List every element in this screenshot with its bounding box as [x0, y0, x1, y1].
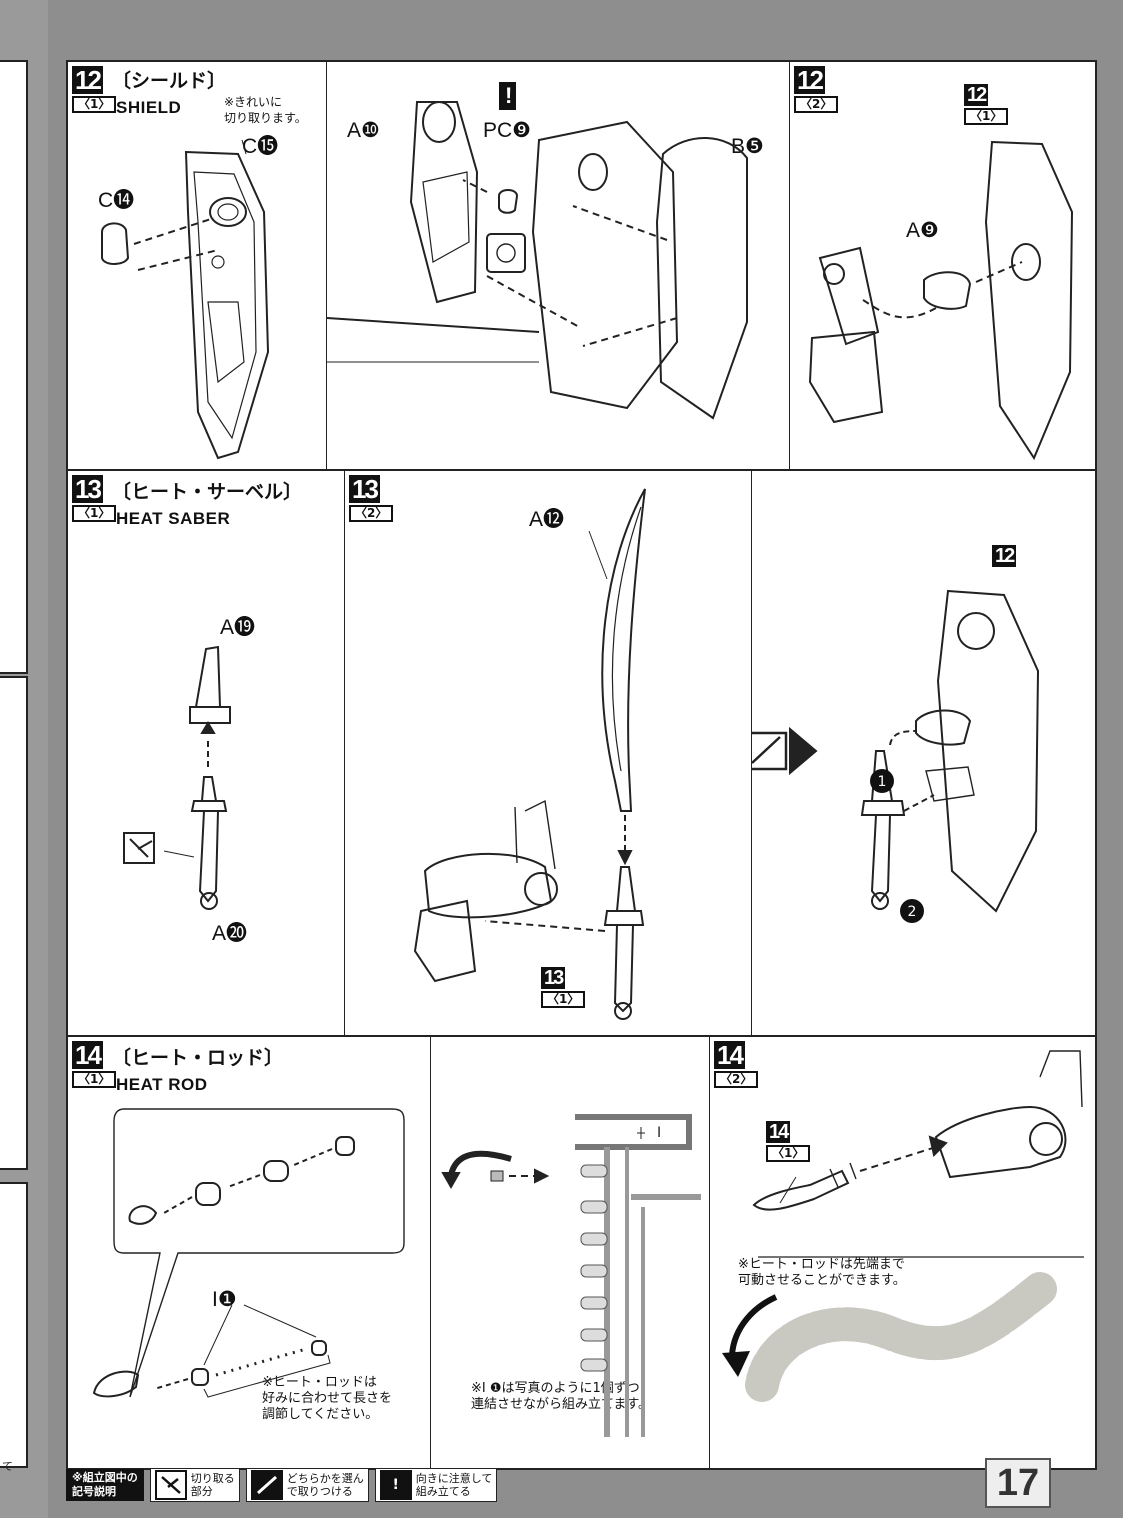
- ref-step13-1-badge: 13 〈1〉: [541, 967, 586, 1008]
- runner-label: I: [657, 1125, 661, 1141]
- legend-orient: ! 向きに注意して 組み立てる: [374, 1468, 498, 1502]
- step13-title-en: HEAT SABER: [116, 509, 231, 528]
- part-label-pc9: PC❾: [483, 119, 531, 142]
- step14-title-jp: 〔ヒート・ロッド〕: [112, 1047, 284, 1069]
- marker-1: 1: [878, 774, 887, 790]
- ref-step14-1-badge: 14 〈1〉: [766, 1121, 811, 1162]
- orient-warning-icon: !: [499, 82, 517, 110]
- step14-2-panel: 14 〈2〉 14 〈1〉 ※ヒート・ロッドは先端まで 可動させることができます…: [709, 1035, 1095, 1468]
- legend-choose: どちらかを選ん で取りつける: [245, 1468, 369, 1502]
- step14-2-badge: 14 〈2〉: [714, 1041, 759, 1088]
- step13-2-panel: 13 〈2〉 A⓬ 13 〈1〉: [344, 469, 751, 1035]
- marker-2: 2: [908, 904, 917, 920]
- step13-alt-panel: 12 1 2: [751, 469, 1095, 1035]
- step12-title-en: SHIELD: [116, 98, 182, 117]
- exclamation-icon: !: [379, 1470, 412, 1500]
- trim-note: ※きれいに 切り取ります。: [224, 95, 307, 125]
- shield-assembly-illustration: [327, 101, 748, 420]
- part-label-c14: C⓮: [98, 189, 135, 212]
- part-label-a12: A⓬: [529, 508, 565, 531]
- page-number: 17: [985, 1458, 1051, 1508]
- heat-saber-hilt-illustration: [123, 645, 231, 910]
- legend-heading: ※組立図中の 記号説明: [66, 1469, 144, 1501]
- ref-step12-badge: 12: [992, 545, 1017, 567]
- step13-badge: 13 〈1〉: [72, 475, 117, 522]
- part-label-a10: A❿: [347, 119, 380, 142]
- step14-1-panel: 14 〈1〉 〔ヒート・ロッド〕 HEAT ROD I❽ I❼ I❿ I❾ I❶…: [68, 1035, 430, 1468]
- step13-2-badge: 13 〈2〉: [349, 475, 394, 522]
- step12-title-jp: 〔シールド〕: [112, 70, 227, 92]
- shield-front-illustration: [101, 139, 270, 460]
- previous-page-edge: [0, 1182, 28, 1468]
- step12-2-panel: 12 〈2〉 12 〈1〉 A❾: [789, 62, 1095, 469]
- nippers-icon: [154, 1470, 187, 1500]
- shield-arm-attach-illustration: [808, 140, 1074, 461]
- heat-saber-blade-illustration: [413, 488, 646, 1020]
- step14-runner-panel: ※I ❶は写真のように1個ずつ 連結させながら組み立てます。: [430, 1035, 709, 1468]
- ref-step12-1-badge: 12 〈1〉: [964, 84, 1009, 125]
- instruction-page: 12 〈1〉 〔シールド〕 SHIELD ※きれいに 切り取ります。 C⓯ C⓮: [66, 60, 1097, 1470]
- previous-page-edge: [0, 60, 28, 674]
- step14-title-en: HEAT ROD: [116, 1075, 208, 1094]
- runner-photo-illustration: I: [441, 1114, 701, 1437]
- step12-badge: 12 〈1〉: [72, 66, 117, 113]
- heat-saber-shield-storage-illustration: 1 2: [752, 589, 1040, 923]
- step13-1-panel: 13 〈1〉 〔ヒート・サーベル〕 HEAT SABER A⓳ A⓴: [68, 469, 344, 1035]
- step12-2-badge: 12 〈2〉: [794, 66, 839, 113]
- step12-1-panel: 12 〈1〉 〔シールド〕 SHIELD ※きれいに 切り取ります。 C⓯ C⓮: [68, 62, 326, 469]
- part-label-b5: B❺: [731, 135, 764, 158]
- part-label-i1: I❶: [212, 1288, 237, 1311]
- legend-cut: 切り取る 部分: [149, 1468, 240, 1502]
- part-label-a19: A⓳: [220, 616, 256, 639]
- part-label-c15: C⓯: [242, 135, 279, 158]
- step13-title-jp: 〔ヒート・サーベル〕: [112, 481, 303, 503]
- step14-badge: 14 〈1〉: [72, 1041, 117, 1088]
- length-note: ※ヒート・ロッドは 好みに合わせて長さを 調節してください。: [262, 1375, 393, 1422]
- part-label-a9: A❾: [906, 219, 939, 242]
- movable-note: ※ヒート・ロッドは先端まで 可動させることができます。: [738, 1257, 906, 1288]
- symbol-legend: ※組立図中の 記号説明 切り取る 部分 どちらかを選ん で取りつける ! 向きに…: [66, 1466, 536, 1504]
- heat-rod-attach-illustration: [722, 1050, 1084, 1402]
- step12-assembly-panel: ! A❿ PC❾ B❺: [326, 62, 789, 469]
- heat-rod-parts-illustration: [92, 1108, 405, 1398]
- choose-one-icon: [250, 1470, 283, 1500]
- previous-page-edge: [0, 676, 28, 1170]
- edge-fragment: て: [2, 1460, 13, 1473]
- part-label-a20: A⓴: [212, 922, 248, 945]
